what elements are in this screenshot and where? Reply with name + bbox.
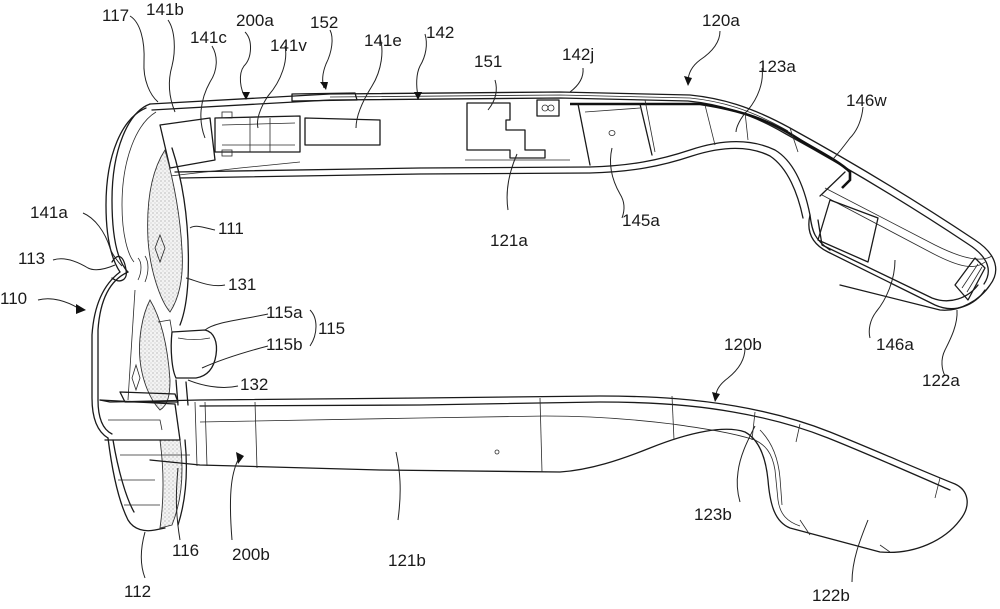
label-141a: 141a — [30, 203, 68, 222]
label-116: 116 — [172, 541, 199, 560]
label-141v: 141v — [270, 36, 307, 55]
label-115b: 115b — [266, 335, 303, 354]
upper-temple-120a — [149, 91, 997, 311]
lower-temple-120b — [99, 391, 968, 554]
label-146a: 146a — [876, 335, 914, 354]
leader-lines — [37, 15, 958, 583]
label-141c: 141c — [190, 28, 227, 47]
label-131: 131 — [228, 275, 256, 294]
front-frame-110 — [91, 103, 218, 532]
label-132: 132 — [240, 375, 268, 394]
label-113: 113 — [18, 249, 45, 268]
label-122b: 122b — [812, 586, 850, 605]
label-141b: 141b — [146, 0, 184, 19]
label-141e: 141e — [364, 31, 402, 50]
label-123b: 123b — [694, 505, 732, 524]
label-142: 142 — [426, 23, 454, 42]
label-111: 111 — [218, 219, 244, 238]
label-151: 151 — [474, 52, 502, 71]
label-115a: 115a — [266, 303, 303, 322]
label-115: 115 — [318, 319, 345, 338]
label-145a: 145a — [622, 211, 660, 230]
label-200b: 200b — [232, 545, 270, 564]
label-146w: 146w — [846, 91, 887, 110]
label-121a: 121a — [490, 231, 528, 250]
label-112: 112 — [124, 582, 151, 601]
label-121b: 121b — [388, 551, 426, 570]
label-110: 110 — [0, 289, 27, 308]
label-117: 117 — [102, 6, 129, 25]
label-120b: 120b — [724, 335, 762, 354]
label-142j: 142j — [562, 45, 594, 64]
label-123a: 123a — [758, 57, 796, 76]
label-152: 152 — [310, 13, 338, 32]
label-120a: 120a — [702, 11, 740, 30]
reference-labels: 117 141b 141c 200a 141v 152 141e 142 151… — [0, 0, 960, 605]
label-200a: 200a — [236, 11, 274, 30]
label-122a: 122a — [922, 371, 960, 390]
